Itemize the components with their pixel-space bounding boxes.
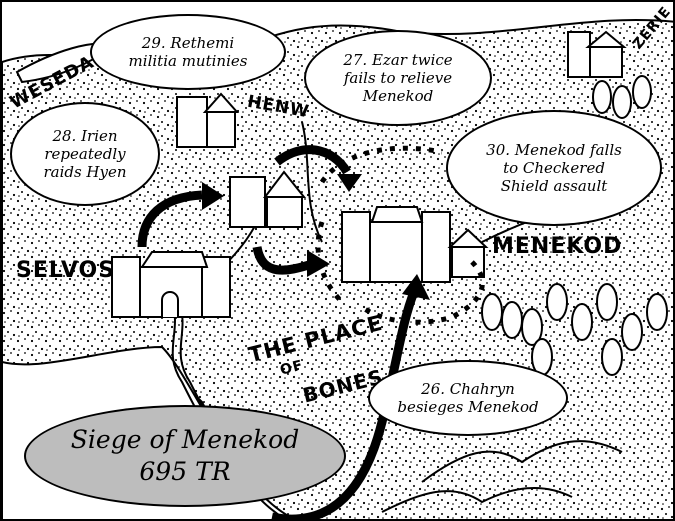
event-26-line-2: besieges Menekod (397, 398, 539, 416)
town-rethemi (176, 92, 240, 148)
event-28-line-1: 28. Irien (52, 126, 118, 145)
map-date: 695 TR (139, 457, 231, 486)
event-28-line-2: repeatedly (44, 144, 126, 163)
map-title-oval: Siege of Menekod 695 TR (24, 405, 346, 507)
event-27-line-1: 27. Ezar twice (343, 50, 453, 69)
event-29-line-2: militia mutinies (128, 52, 248, 70)
forest (481, 75, 668, 376)
event-callout-30: 30. Menekod falls to Checkered Shield as… (446, 110, 662, 226)
siege-perimeter (315, 145, 485, 325)
place-label-selvos: SELVOS (16, 258, 116, 283)
event-27-line-2: fails to relieve (343, 68, 453, 87)
town-hyen (229, 170, 307, 228)
castle-selvos (111, 251, 231, 318)
map-title: Siege of Menekod (70, 424, 300, 454)
event-27-line-3: Menekod (362, 87, 434, 106)
event-callout-28: 28. Irien repeatedly raids Hyen (10, 102, 160, 206)
event-30-line-1: 30. Menekod falls (486, 140, 622, 159)
event-30-line-3: Shield assault (500, 177, 608, 196)
event-28-line-3: raids Hyen (43, 163, 127, 182)
event-callout-29: 29. Rethemi militia mutinies (90, 14, 286, 90)
event-callout-26: 26. Chahryn besieges Menekod (368, 360, 568, 436)
castle-menekod (341, 206, 489, 283)
place-label-menekod: MENEKOD (492, 234, 623, 259)
town-zerie (567, 30, 627, 78)
event-30-line-2: to Checkered (503, 158, 605, 177)
event-26-line-1: 26. Chahryn (421, 379, 515, 398)
event-callout-27: 27. Ezar twice fails to relieve Menekod (304, 30, 492, 126)
event-29-line-1: 29. Rethemi (141, 33, 235, 52)
